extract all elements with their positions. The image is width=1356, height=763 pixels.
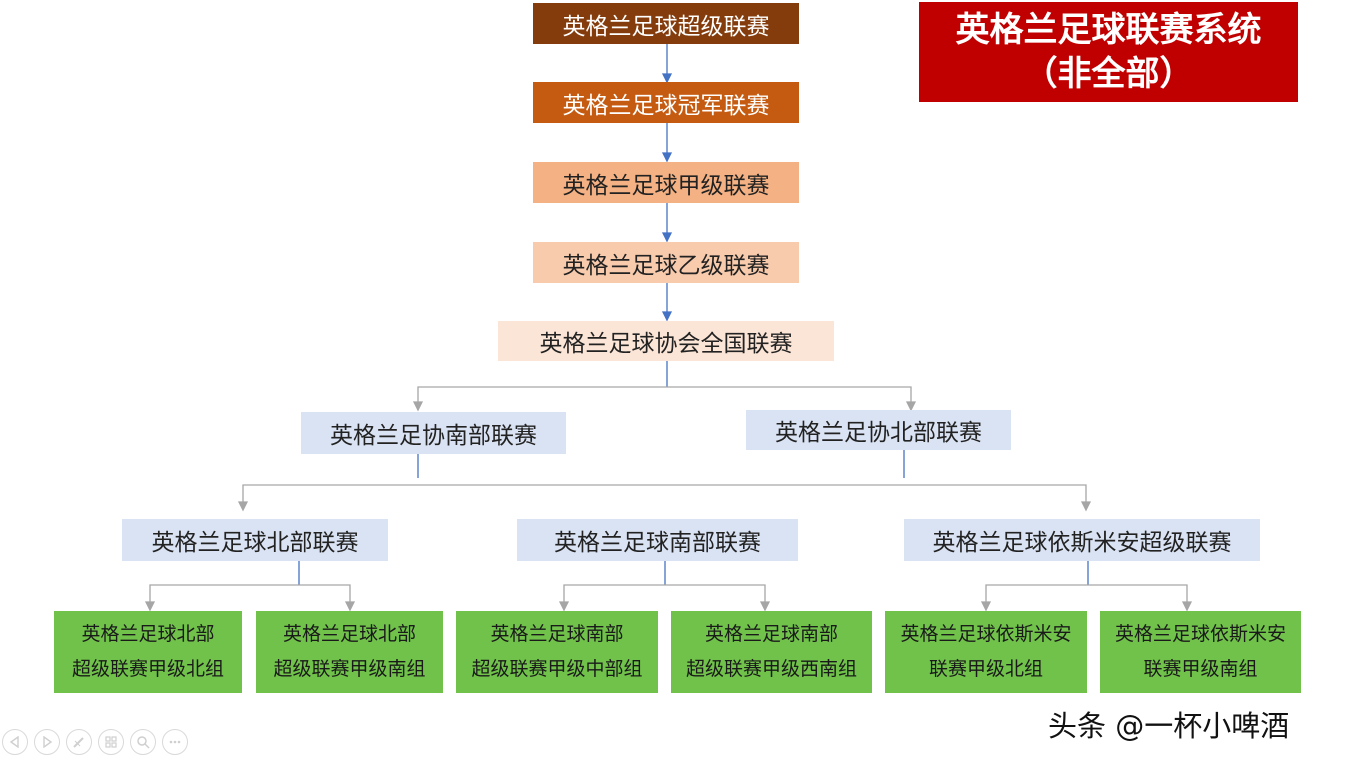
zoom-icon[interactable] bbox=[130, 729, 156, 755]
southern-division-central-box: 英格兰足球南部 超级联赛甲级中部组 bbox=[456, 611, 658, 693]
northern-division-south-box: 英格兰足球北部 超级联赛甲级南组 bbox=[256, 611, 443, 693]
division-line1: 英格兰足球北部 bbox=[81, 623, 215, 645]
division-line1: 英格兰足球北部 bbox=[282, 623, 416, 645]
slides-icon[interactable] bbox=[98, 729, 124, 755]
national-league-label: 英格兰足球协会全国联赛 bbox=[539, 331, 793, 357]
division-line2: 超级联赛甲级中部组 bbox=[471, 658, 643, 680]
national-south-box: 英格兰足协南部联赛 bbox=[301, 412, 566, 454]
league-one-box: 英格兰足球甲级联赛 bbox=[533, 162, 799, 203]
division-line1: 英格兰足球依斯米安 bbox=[900, 623, 1072, 645]
isthmian-division-north-box: 英格兰足球依斯米安 联赛甲级北组 bbox=[885, 611, 1087, 693]
more-icon[interactable] bbox=[162, 729, 188, 755]
pen-icon[interactable] bbox=[66, 729, 92, 755]
league-two-box: 英格兰足球乙级联赛 bbox=[533, 242, 799, 283]
watermark: 头条 @一杯小啤酒 bbox=[1048, 704, 1338, 744]
premier-league-label: 英格兰足球超级联赛 bbox=[562, 13, 770, 40]
division-line1: 英格兰足球依斯米安 bbox=[1114, 623, 1286, 645]
division-line1: 英格兰足球南部 bbox=[704, 623, 838, 645]
division-line1: 英格兰足球南部 bbox=[490, 623, 624, 645]
southern-league-box: 英格兰足球南部联赛 bbox=[517, 519, 798, 561]
national-south-label: 英格兰足协南部联赛 bbox=[330, 423, 537, 449]
slideshow-toolbar bbox=[2, 729, 188, 759]
division-line2: 超级联赛甲级北组 bbox=[71, 658, 224, 680]
premier-league-box: 英格兰足球超级联赛 bbox=[533, 3, 799, 44]
watermark-text: 头条 @一杯小啤酒 bbox=[1048, 709, 1290, 743]
division-line2: 联赛甲级南组 bbox=[1143, 658, 1258, 680]
southern-division-southwest-box: 英格兰足球南部 超级联赛甲级西南组 bbox=[671, 611, 872, 693]
division-line2: 联赛甲级北组 bbox=[928, 658, 1043, 680]
isthmian-league-box: 英格兰足球依斯米安超级联赛 bbox=[904, 519, 1260, 561]
next-icon[interactable] bbox=[34, 729, 60, 755]
northern-league-label: 英格兰足球北部联赛 bbox=[151, 530, 359, 556]
league-one-label: 英格兰足球甲级联赛 bbox=[562, 172, 770, 199]
national-north-label: 英格兰足协北部联赛 bbox=[775, 420, 982, 446]
league-two-label: 英格兰足球乙级联赛 bbox=[562, 252, 770, 279]
prev-icon[interactable] bbox=[2, 729, 28, 755]
title-line1: 英格兰足球联赛系统 bbox=[955, 10, 1262, 50]
division-line2: 超级联赛甲级南组 bbox=[273, 658, 426, 680]
national-north-box: 英格兰足协北部联赛 bbox=[746, 410, 1011, 450]
championship-box: 英格兰足球冠军联赛 bbox=[533, 82, 799, 123]
isthmian-league-label: 英格兰足球依斯米安超级联赛 bbox=[932, 530, 1232, 556]
northern-league-box: 英格兰足球北部联赛 bbox=[122, 519, 388, 561]
national-league-box: 英格兰足球协会全国联赛 bbox=[498, 321, 834, 361]
title-line2: （非全部） bbox=[1023, 54, 1194, 94]
diagram-title-box: 英格兰足球联赛系统 （非全部） bbox=[919, 2, 1298, 102]
northern-division-north-box: 英格兰足球北部 超级联赛甲级北组 bbox=[54, 611, 242, 693]
division-line2: 超级联赛甲级西南组 bbox=[685, 658, 857, 680]
championship-label: 英格兰足球冠军联赛 bbox=[562, 92, 770, 119]
isthmian-division-south-box: 英格兰足球依斯米安 联赛甲级南组 bbox=[1100, 611, 1301, 693]
southern-league-label: 英格兰足球南部联赛 bbox=[554, 530, 761, 556]
